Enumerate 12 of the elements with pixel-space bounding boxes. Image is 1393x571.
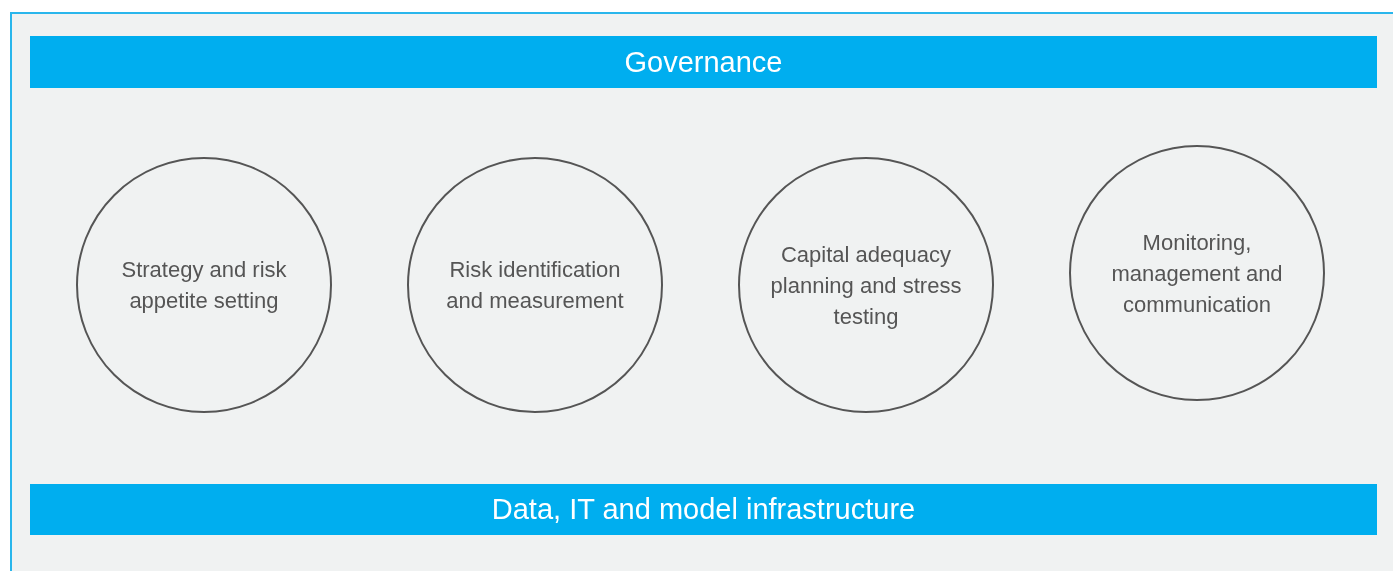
stage-circle bbox=[76, 157, 332, 413]
stage-label: Risk identification and measurement bbox=[445, 256, 625, 315]
stage-circle bbox=[407, 157, 663, 413]
stage-circle bbox=[1069, 145, 1325, 401]
stage-label: Strategy and risk appetite setting bbox=[120, 256, 288, 315]
header-bar bbox=[30, 484, 1377, 535]
stage-label: Capital adequacy planning and stress testing bbox=[769, 240, 963, 331]
bar-title: Governance bbox=[624, 45, 783, 79]
bar-title: Data, IT and model infrastructure bbox=[491, 493, 916, 526]
header-bar bbox=[30, 36, 1377, 88]
stage-label: Monitoring, management and communication bbox=[1110, 228, 1284, 319]
stage-circle bbox=[738, 157, 994, 413]
